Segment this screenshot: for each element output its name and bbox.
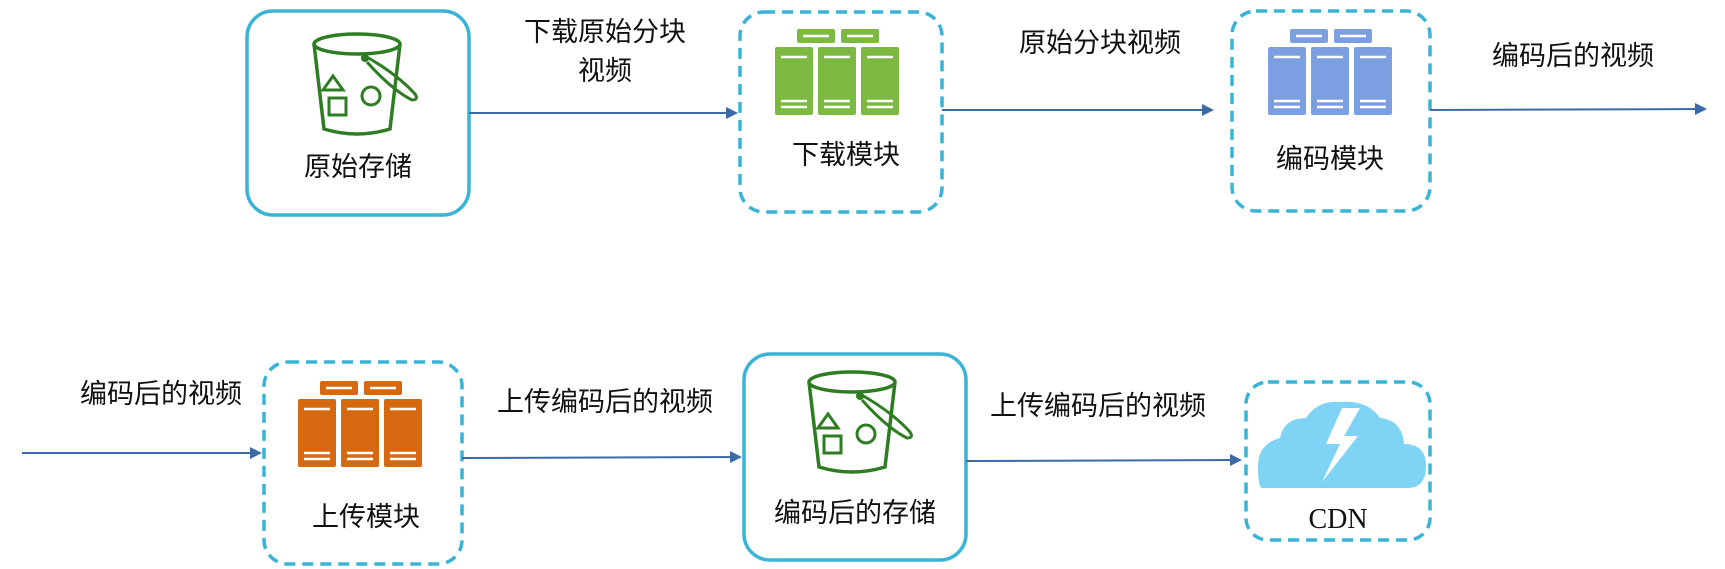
encoded-storage-box <box>742 352 968 562</box>
arrow-upload-to-storage <box>461 451 742 464</box>
edge-label-download-raw-line2: 视频 <box>578 56 632 87</box>
upload-module-box <box>262 360 464 566</box>
arrow-storage-to-cdn <box>965 454 1242 467</box>
server-rack-icon <box>773 27 901 117</box>
download-module-label: 下载模块 <box>792 140 900 171</box>
raw-storage-label: 原始存储 <box>304 152 412 183</box>
raw-storage-box <box>245 9 471 217</box>
edge-label-upload-encoded-2: 上传编码后的视频 <box>990 391 1206 422</box>
server-rack-icon <box>296 379 424 469</box>
cdn-label: CDN <box>1308 504 1367 535</box>
bucket-icon <box>312 32 419 136</box>
edge-label-encoded-in: 编码后的视频 <box>80 379 242 410</box>
encoded-storage-label: 编码后的存储 <box>774 498 936 529</box>
encode-module-label: 编码模块 <box>1276 144 1384 175</box>
encode-module-box <box>1230 9 1432 213</box>
edge-label-upload-encoded-1: 上传编码后的视频 <box>497 387 713 418</box>
server-rack-icon <box>1266 27 1394 117</box>
edge-label-download-raw-line1: 下载原始分块 <box>524 17 686 48</box>
edge-label-encoded-out: 编码后的视频 <box>1492 41 1654 72</box>
cloud-lightning-icon <box>1258 401 1426 488</box>
download-module-box <box>738 10 944 214</box>
bucket-icon <box>807 370 914 474</box>
edge-label-raw-chunks: 原始分块视频 <box>1019 28 1181 59</box>
upload-module-label: 上传模块 <box>312 502 420 533</box>
arrow-encode-out <box>1429 103 1707 116</box>
